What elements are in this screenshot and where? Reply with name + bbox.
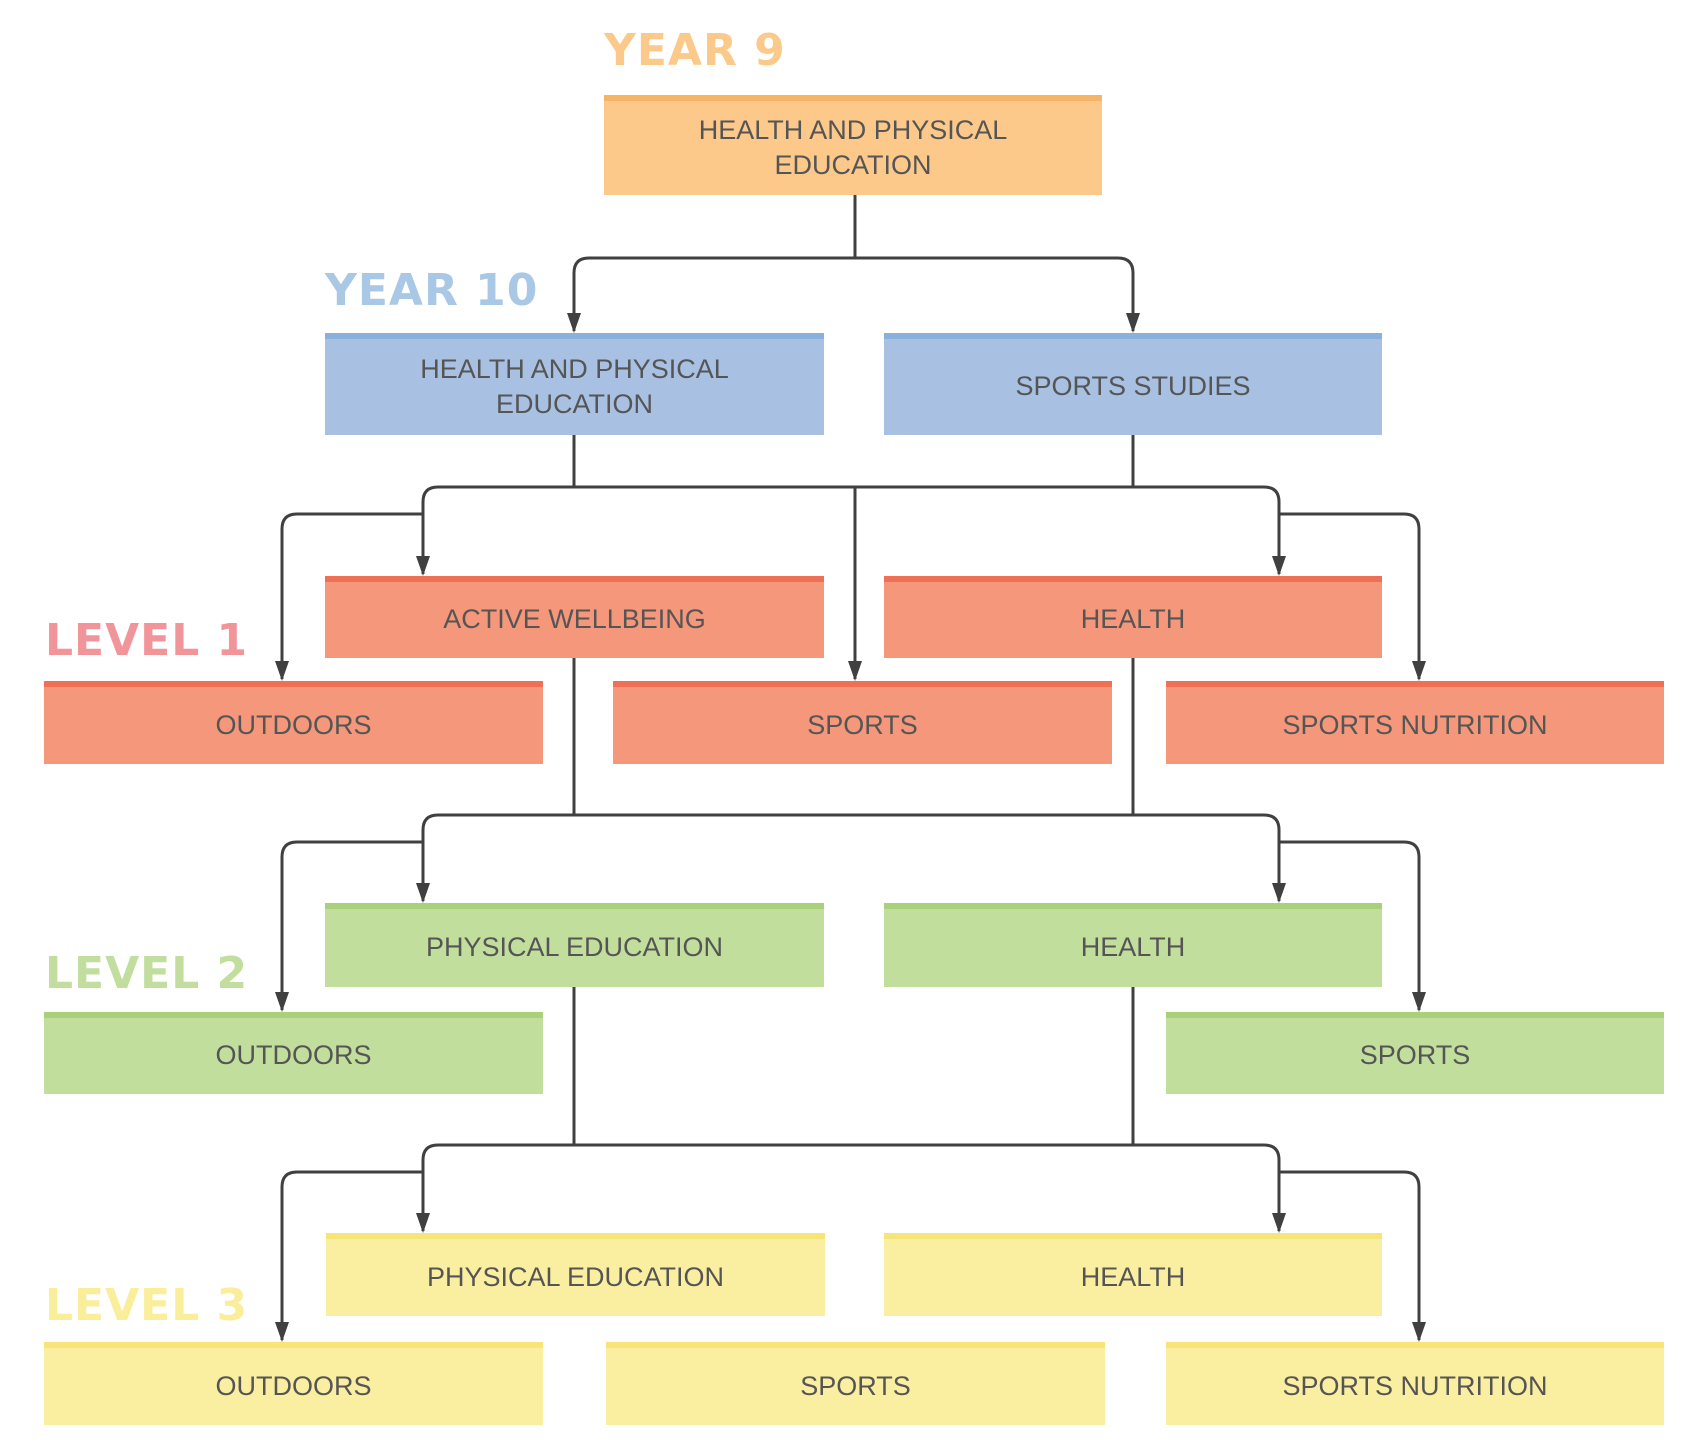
box-accent-bar [884,903,1382,909]
node-label: OUTDOORS [215,1370,372,1401]
node-label: HEALTH [1080,1261,1186,1292]
tier-label-year10: YEAR 10 [325,265,539,316]
arrowhead-level3-upper-right [1272,1213,1286,1233]
node-year9-health-and-physical-education: HEALTH AND PHYSICAL EDUCATION [604,95,1102,195]
arrowhead-level1-middle [848,661,862,681]
box-accent-bar [884,333,1382,339]
box-accent-bar [326,1233,825,1239]
arrowhead-level1-upper-right [1272,556,1286,576]
box-accent-bar [325,333,824,339]
box-accent-bar [1166,681,1664,687]
node-year10-sports-studies: SPORTS STUDIES [884,333,1382,435]
box-accent-bar [325,903,824,909]
node-label: PHYSICAL EDUCATION [425,932,724,963]
arrowhead-level3-lower-left [275,1322,289,1342]
arrowhead-level2-upper-left [416,883,430,903]
node-label: HEALTH [1080,604,1186,635]
node-label: PHYSICAL EDUCATION [426,1261,725,1292]
node-level3-sports: SPORTS [606,1342,1105,1425]
box-accent-bar [1166,1012,1664,1018]
arrowhead-level2-lower-left [275,992,289,1012]
node-label: ACTIVE WELLBEING [443,604,706,635]
arrowhead-level1-lower-left [275,661,289,681]
box-accent-bar [606,1342,1105,1348]
node-level3-physical-education: PHYSICAL EDUCATION [326,1233,825,1316]
node-level1-active-wellbeing: ACTIVE WELLBEING [325,576,824,658]
arrowhead-year10-left [567,313,581,333]
box-accent-bar [884,1233,1382,1239]
connector-level3-lower-right [1279,1170,1421,1340]
node-label: HEALTH [1080,932,1186,963]
node-level1-health: HEALTH [884,576,1382,658]
connector-level3-upper-right [1133,1143,1281,1231]
node-label: SPORTS [800,1370,911,1401]
node-label: SPORTS NUTRITION [1282,1370,1548,1401]
connector-level1-lower-left [280,512,423,679]
arrowhead-level1-lower-right [1412,661,1426,681]
connector-level2-upper-left [421,813,574,901]
node-label: OUTDOORS [215,1040,372,1071]
node-level1-outdoors: OUTDOORS [44,681,543,764]
tier-label-level1: LEVEL 1 [45,615,249,666]
node-level3-outdoors: OUTDOORS [44,1342,543,1425]
node-level1-sports-nutrition: SPORTS NUTRITION [1166,681,1664,764]
arrowhead-year10-right [1126,313,1140,333]
box-accent-bar [44,1342,543,1348]
node-level2-physical-education: PHYSICAL EDUCATION [325,903,824,987]
node-label: SPORTS [807,709,918,740]
tier-label-level2: LEVEL 2 [45,948,249,999]
box-accent-bar [44,681,543,687]
arrowhead-level2-lower-right [1412,992,1426,1012]
node-level3-health: HEALTH [884,1233,1382,1316]
box-accent-bar [44,1012,543,1018]
box-accent-bar [604,95,1102,101]
node-level2-outdoors: OUTDOORS [44,1012,543,1094]
arrowhead-level3-lower-right [1412,1322,1426,1342]
node-level2-sports: SPORTS [1166,1012,1664,1094]
node-level2-health: HEALTH [884,903,1382,987]
connector-level2-lower-right [1279,840,1421,1010]
arrowhead-level2-upper-right [1272,883,1286,903]
connector-year10-left [572,256,855,331]
node-label: HEALTH AND PHYSICAL EDUCATION [698,114,1008,180]
node-year10-health-and-physical-education: HEALTH AND PHYSICAL EDUCATION [325,333,824,435]
connector-level1-upper-left [421,485,574,574]
connector-level1-lower-right [1279,512,1421,679]
tier-label-level3: LEVEL 3 [45,1280,249,1331]
box-accent-bar [884,576,1382,582]
node-level3-sports-nutrition: SPORTS NUTRITION [1166,1342,1664,1425]
connector-level2-upper-right [1133,813,1281,901]
tier-label-year9: YEAR 9 [604,25,786,76]
box-accent-bar [1166,1342,1664,1348]
connector-level1-upper-right [1133,485,1281,574]
connector-level3-upper-left [421,1143,574,1231]
node-label: SPORTS [1359,1040,1471,1071]
node-label: SPORTS NUTRITION [1282,709,1548,740]
node-label: OUTDOORS [215,709,372,740]
box-accent-bar [613,681,1112,687]
connector-level3-lower-left [280,1170,423,1340]
node-label: HEALTH AND PHYSICAL EDUCATION [420,353,729,419]
arrowhead-level1-upper-left [416,556,430,576]
box-accent-bar [325,576,824,582]
node-level1-sports: SPORTS [613,681,1112,764]
connector-year10-right [855,256,1135,331]
connector-level2-lower-left [280,840,423,1010]
arrowhead-level3-upper-left [416,1213,430,1233]
node-label: SPORTS STUDIES [1015,371,1251,402]
